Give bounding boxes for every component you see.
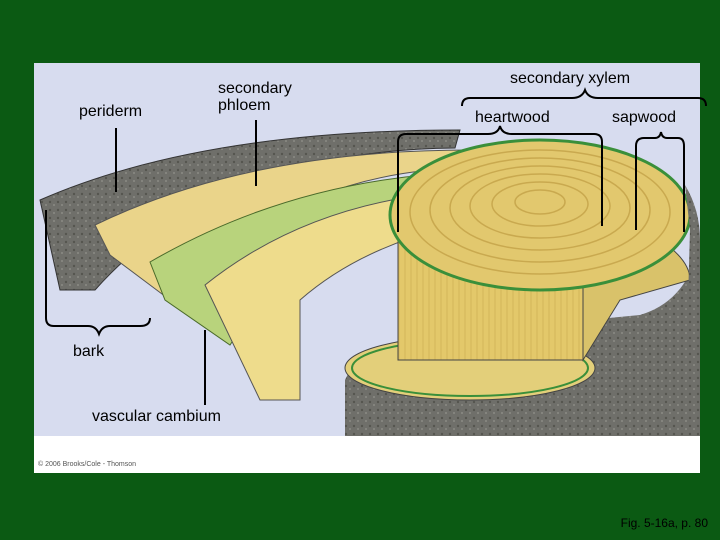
label-sapwood: sapwood bbox=[612, 109, 677, 126]
label-secondary-xylem: secondary xylem bbox=[510, 70, 631, 87]
label-bark: bark bbox=[73, 343, 105, 360]
label-secondary-phloem: secondary phloem bbox=[218, 80, 292, 114]
heartwood-bracket bbox=[397, 125, 603, 143]
label-vascular-cambium: vascular cambium bbox=[92, 408, 221, 425]
sapwood-bracket bbox=[635, 131, 685, 147]
log-top bbox=[388, 138, 692, 292]
copyright-text: © 2006 Brooks/Cole - Thomson bbox=[38, 461, 137, 468]
label-heartwood: heartwood bbox=[475, 109, 550, 126]
right-bark-edge bbox=[685, 185, 700, 300]
label-periderm: periderm bbox=[79, 103, 143, 120]
xylem-bracket bbox=[461, 87, 707, 107]
bark-bracket bbox=[45, 210, 151, 337]
figure-caption: Fig. 5-16a, p. 80 bbox=[620, 516, 708, 530]
copyright-strip bbox=[34, 436, 700, 473]
